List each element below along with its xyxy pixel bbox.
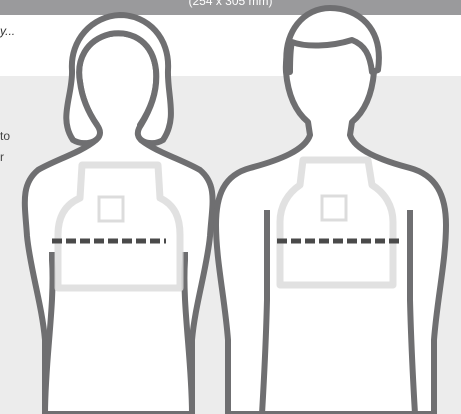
female-silhouette [25,15,213,414]
male-silhouette [216,8,446,414]
